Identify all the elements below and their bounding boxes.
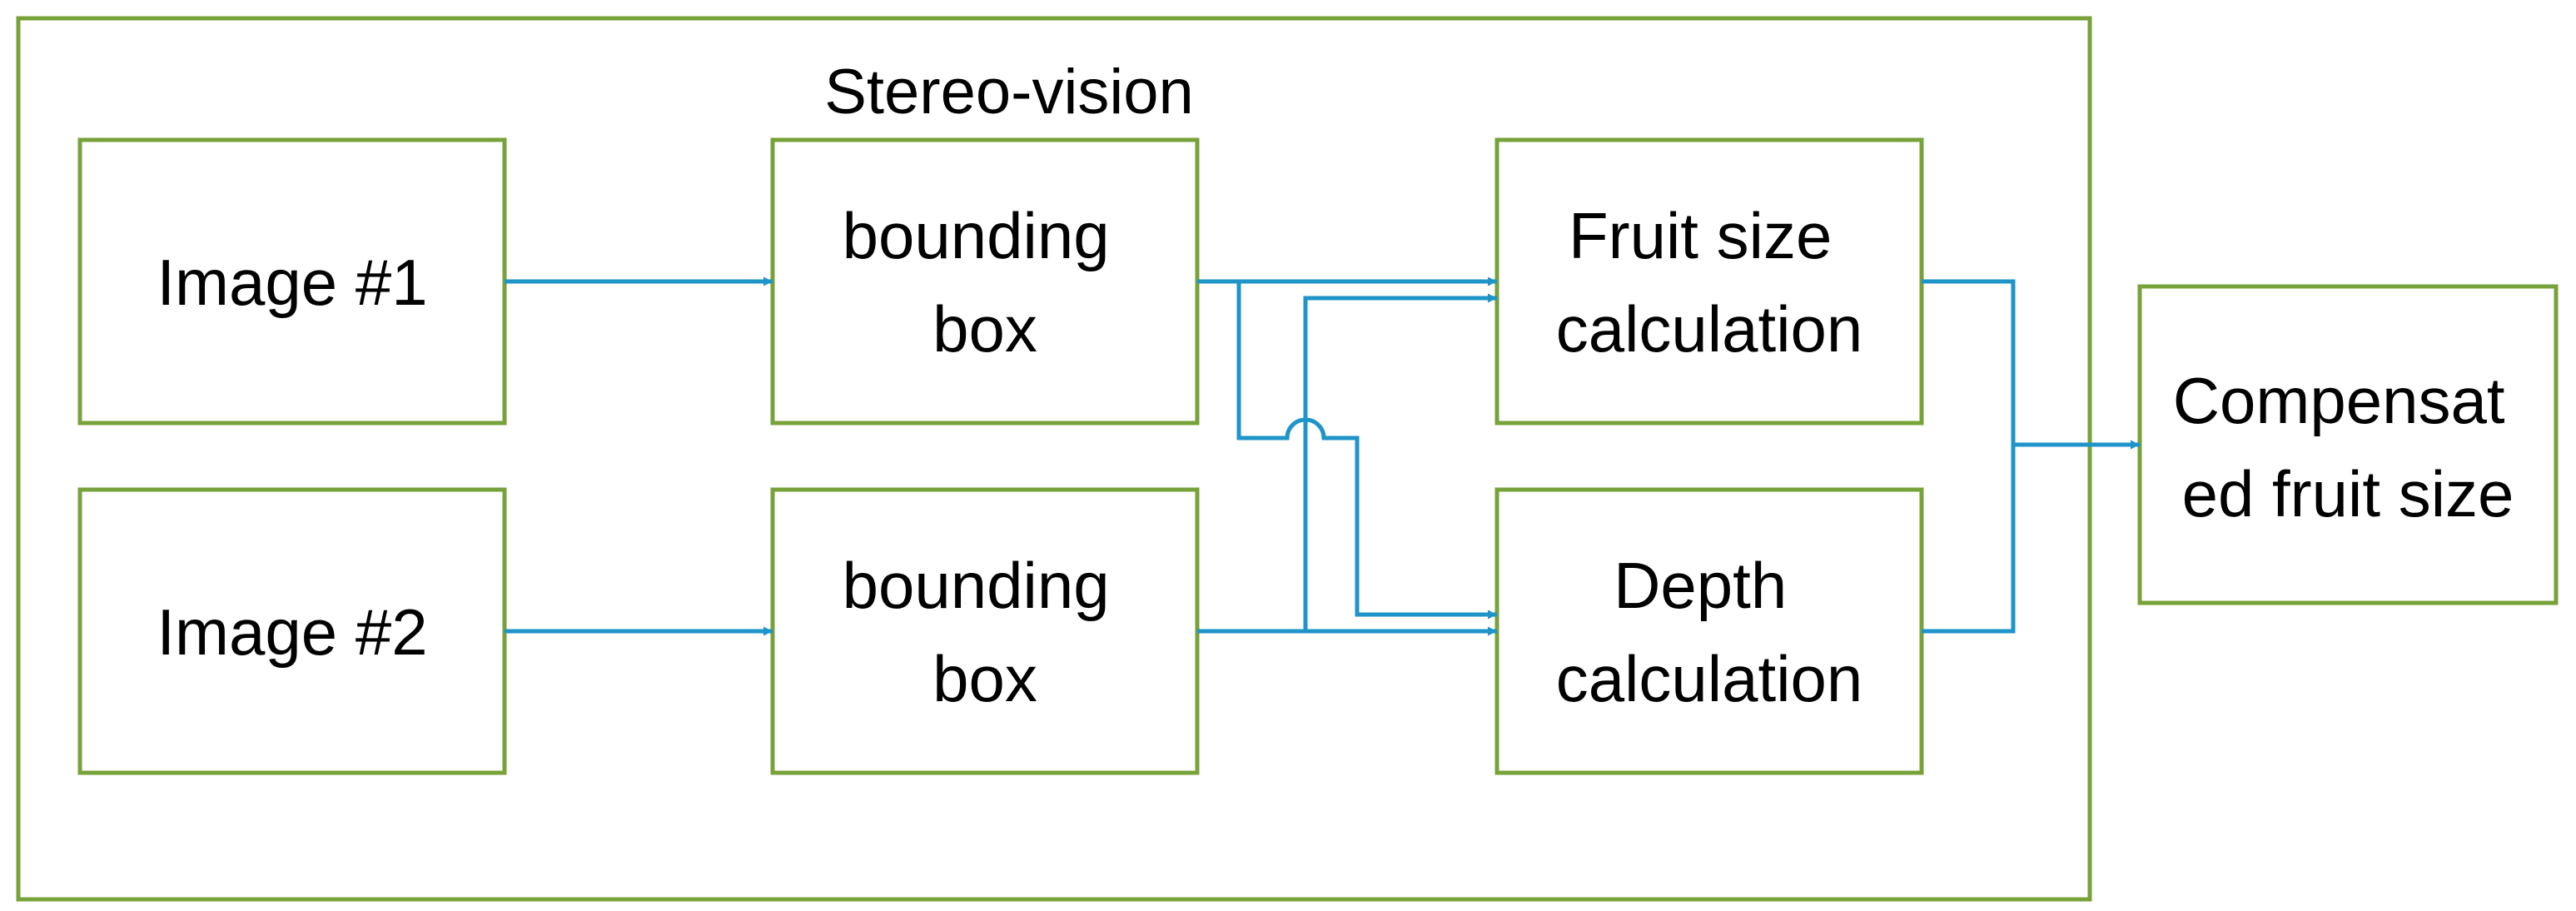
bbox2-label-line1: bounding [843, 549, 1110, 622]
bbox1-label-line2: box [932, 292, 1037, 366]
bbox2-label: bounding box [843, 549, 1128, 715]
stereo-vision-frame [16, 16, 2092, 902]
image1-label-line1: Image #1 [157, 246, 427, 319]
node-bbox1: bounding box [770, 137, 1200, 426]
node-image1: Image #1 [77, 137, 507, 426]
image2-label-line1: Image #2 [157, 595, 427, 669]
depth-box [1494, 487, 1924, 775]
bbox1-label-line1: bounding [843, 199, 1110, 272]
node-image2: Image #2 [77, 487, 507, 775]
connectors [505, 276, 2140, 636]
image1-box [77, 137, 507, 426]
fruit-size-label-line1: Fruit size [1569, 199, 1832, 272]
compensated-label: Compensat ed fruit size [2173, 364, 2524, 530]
node-bbox2: bounding box [770, 487, 1200, 775]
compensated-label-line2: ed fruit size [2182, 457, 2514, 530]
image2-label: Image #2 [157, 595, 427, 669]
image1-label: Image #1 [157, 246, 427, 319]
edge-bbox1-depth [1236, 281, 1497, 620]
bbox1-box [770, 137, 1200, 426]
node-depth: Depth calculation [1494, 487, 1924, 775]
compensated-box [2137, 284, 2559, 605]
edge-fruit-size-compensated [1922, 279, 2016, 445]
depth-label-line2: calculation [1556, 642, 1863, 715]
edge-depth-compensated [1922, 440, 2140, 634]
fruit-size-box [1494, 137, 1924, 426]
fruit-size-label-line2: calculation [1556, 292, 1863, 366]
node-fruit-size: Fruit size calculation [1494, 137, 1924, 426]
depth-label: Depth calculation [1556, 549, 1863, 715]
bbox2-label-line2: box [932, 642, 1037, 715]
bbox1-label: bounding box [843, 199, 1128, 366]
node-compensated: Compensat ed fruit size [2137, 284, 2559, 605]
compensated-label-line1: Compensat [2173, 364, 2505, 437]
stereo-vision-title: Stereo-vision [824, 57, 1194, 127]
image2-box [77, 487, 507, 775]
fruit-size-label: Fruit size calculation [1556, 199, 1863, 366]
bbox2-box [770, 487, 1200, 775]
depth-label-line1: Depth [1614, 549, 1787, 622]
edge-bbox2-fruit-size [1303, 293, 1497, 631]
